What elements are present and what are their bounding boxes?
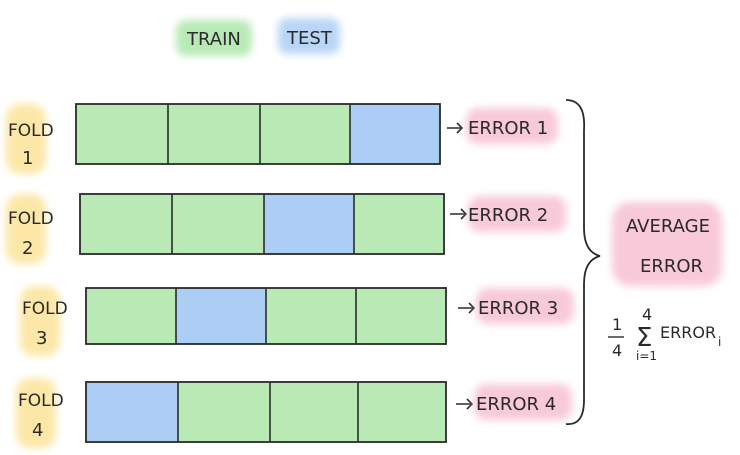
average-title-line2: ERROR xyxy=(640,256,703,277)
legend-test-label: TEST xyxy=(286,28,333,49)
fold-row-1: FOLD 1 ERROR 1 xyxy=(6,103,558,174)
fold-row-4: FOLD 4 ERROR 4 xyxy=(16,378,572,448)
error-label-highlight xyxy=(474,384,572,420)
sum-upper-limit: 4 xyxy=(642,305,652,324)
fold-row-2: FOLD 2 ERROR 2 xyxy=(6,193,566,264)
fold-segment-train xyxy=(76,104,168,164)
fold-label-word: FOLD xyxy=(8,209,54,229)
arrow-icon xyxy=(447,122,464,134)
fold-row-3: FOLD 3 ERROR 3 xyxy=(20,286,574,356)
legend-train-label: TRAIN xyxy=(186,29,241,50)
error-label-highlight xyxy=(466,108,558,144)
fold-bar xyxy=(85,381,447,443)
formula-subscript: i xyxy=(718,335,721,349)
fold-segment-train xyxy=(358,382,446,442)
average-highlight xyxy=(612,202,722,286)
fold-bar xyxy=(79,193,445,255)
fold-segment-test xyxy=(350,104,440,164)
fold-segment-train xyxy=(354,194,444,254)
legend-train-swatch xyxy=(176,20,252,56)
formula-denominator: 4 xyxy=(612,341,622,360)
legend-test-swatch xyxy=(278,18,340,54)
fold-bar-outline xyxy=(75,103,441,165)
sum-symbol-icon: Σ xyxy=(636,323,652,353)
fold-label-number: 2 xyxy=(22,238,33,259)
arrow-icon xyxy=(458,302,476,314)
fold-bar xyxy=(75,103,441,165)
average-title-line1: AVERAGE xyxy=(626,216,710,237)
fold-label-highlight xyxy=(6,194,46,264)
fold-bar xyxy=(85,287,447,345)
error-label: ERROR 2 xyxy=(468,205,548,226)
average-formula: 1 4 4 Σ i=1 ERROR i xyxy=(608,305,721,363)
fold-label-number: 4 xyxy=(32,420,43,441)
fold-bar-outline xyxy=(85,381,447,443)
fold-label-highlight xyxy=(20,286,60,356)
fold-segment-train xyxy=(260,104,350,164)
average-error: AVERAGE ERROR 1 4 4 Σ i=1 ERROR i xyxy=(608,202,722,363)
fold-segment-test xyxy=(176,288,266,344)
fold-label-number: 1 xyxy=(22,148,33,169)
arrow-icon xyxy=(456,398,474,410)
fold-label-highlight xyxy=(16,378,56,448)
fold-label-word: FOLD xyxy=(8,121,54,141)
fold-bar-outline xyxy=(79,193,445,255)
sum-lower-limit: i=1 xyxy=(636,349,657,363)
formula-term: ERROR xyxy=(660,323,716,342)
fold-segment-train xyxy=(86,288,176,344)
error-label-highlight xyxy=(468,196,566,232)
arrow-icon xyxy=(450,208,468,220)
fold-segment-train xyxy=(80,194,172,254)
fold-label-word: FOLD xyxy=(18,391,64,411)
fold-segment-test xyxy=(86,382,178,442)
error-label-highlight xyxy=(476,288,574,324)
fold-segment-train xyxy=(266,288,356,344)
error-label: ERROR 3 xyxy=(478,298,558,319)
fold-label-word: FOLD xyxy=(22,299,68,319)
formula-numerator: 1 xyxy=(612,315,622,334)
fold-segment-train xyxy=(172,194,264,254)
error-label: ERROR 1 xyxy=(468,118,548,139)
fold-segment-train xyxy=(168,104,260,164)
fold-segment-train xyxy=(270,382,358,442)
fold-segment-test xyxy=(264,194,354,254)
fold-segment-train xyxy=(178,382,270,442)
fold-label-highlight xyxy=(6,104,46,174)
error-label: ERROR 4 xyxy=(476,394,556,415)
fold-segment-train xyxy=(356,288,446,344)
curly-brace xyxy=(565,99,601,425)
fold-label-number: 3 xyxy=(36,328,47,349)
legend: TRAIN TEST xyxy=(176,18,340,56)
